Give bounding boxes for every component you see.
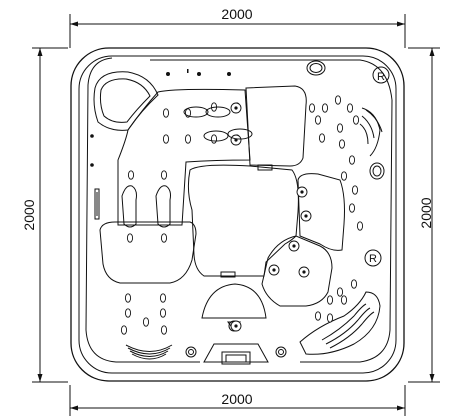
jet-nozzle bbox=[184, 134, 192, 144]
round-jet-center bbox=[292, 244, 296, 248]
jet-nozzle bbox=[162, 108, 170, 118]
jet-nozzle bbox=[308, 103, 316, 113]
jet-nozzle bbox=[348, 203, 356, 213]
round-jet-center bbox=[234, 324, 238, 328]
seat-outlines bbox=[117, 85, 307, 278]
left-lounger bbox=[99, 185, 197, 284]
jet-nozzle bbox=[346, 103, 354, 113]
seat-jet-cluster bbox=[227, 128, 253, 140]
jet-nozzle bbox=[210, 134, 218, 144]
jet-nozzle bbox=[326, 295, 334, 305]
seat-jet-cluster bbox=[205, 106, 231, 118]
jet-nozzle bbox=[124, 308, 132, 318]
jet-nozzle bbox=[338, 139, 346, 149]
jet-nozzle bbox=[314, 115, 322, 125]
seat-jet-cluster bbox=[203, 130, 229, 142]
r-marker-top-circle bbox=[372, 66, 390, 84]
jet-nozzle bbox=[126, 233, 134, 243]
top-jets bbox=[166, 69, 231, 76]
jet-nozzle bbox=[352, 115, 360, 125]
jet-nozzle bbox=[321, 103, 329, 113]
jet-nozzle bbox=[160, 170, 168, 180]
jet-nozzle bbox=[159, 308, 167, 318]
jet-nozzle bbox=[348, 155, 356, 165]
r-marker-right: R bbox=[369, 253, 377, 265]
right-rail: R bbox=[359, 107, 385, 267]
jet-nozzle bbox=[162, 134, 170, 144]
jet-nozzle bbox=[127, 170, 135, 180]
dimension-right: 2000 bbox=[408, 47, 440, 383]
jet-nozzle bbox=[340, 171, 348, 181]
jet-nozzle bbox=[351, 185, 359, 195]
jet-nozzle bbox=[356, 221, 364, 231]
bottom-left-waterfall bbox=[125, 344, 287, 360]
dimension-label-bottom: 2000 bbox=[221, 391, 252, 407]
bottom-right-lounger bbox=[299, 291, 381, 355]
jet-nozzle bbox=[336, 123, 344, 133]
jet-nozzle bbox=[159, 293, 167, 303]
tub-shell bbox=[70, 47, 405, 382]
dimension-top: 2000 bbox=[69, 6, 406, 48]
jet-nozzle bbox=[350, 279, 358, 289]
top-right-controls: R bbox=[306, 60, 390, 84]
dimension-label-right: 2000 bbox=[418, 197, 434, 228]
jet-nozzle bbox=[326, 313, 334, 323]
round-jet-center bbox=[234, 106, 238, 110]
round-jet-center bbox=[272, 268, 276, 272]
jet-nozzle bbox=[160, 325, 168, 335]
dimension-label-left: 2000 bbox=[21, 199, 37, 230]
jet-nozzle bbox=[124, 293, 132, 303]
round-jet-center bbox=[300, 190, 304, 194]
round-jet-center bbox=[302, 270, 306, 274]
jet-nozzle bbox=[142, 317, 150, 327]
dimension-left: 2000 bbox=[21, 47, 68, 383]
jet-nozzle bbox=[340, 295, 348, 305]
corner-headrest bbox=[93, 71, 159, 131]
left-side-details bbox=[90, 134, 100, 220]
jets-layer bbox=[120, 95, 364, 335]
jet-nozzle bbox=[334, 95, 342, 105]
seat-jet-cluster bbox=[183, 106, 209, 118]
right-seats bbox=[261, 173, 345, 307]
jet-nozzle bbox=[336, 287, 344, 297]
jet-nozzle bbox=[314, 311, 322, 321]
jet-nozzle bbox=[120, 325, 128, 335]
round-jet-center bbox=[304, 214, 308, 218]
r-marker-top: R bbox=[377, 71, 385, 83]
dimension-label-top: 2000 bbox=[221, 6, 252, 22]
jet-nozzle bbox=[160, 233, 168, 243]
dimension-bottom: 2000 bbox=[69, 385, 406, 416]
jet-nozzle bbox=[318, 133, 326, 143]
